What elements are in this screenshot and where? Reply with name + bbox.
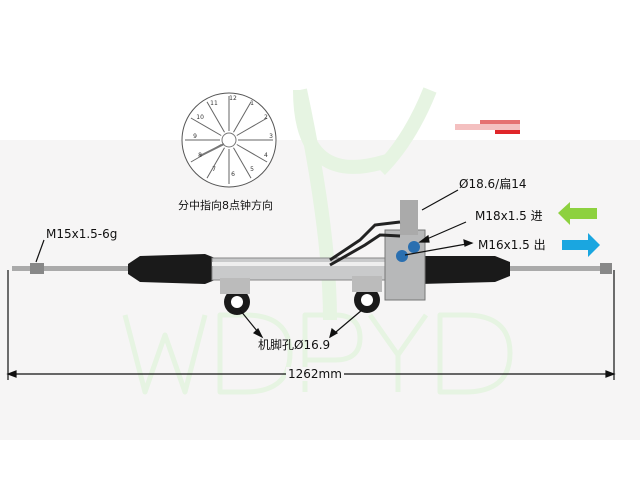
clock-tick <box>190 117 222 136</box>
watermark-letters <box>122 312 513 395</box>
clock-number: 9 <box>193 133 197 140</box>
pinion-label: Ø18.6/扁14 <box>459 177 527 191</box>
clock-number: 10 <box>196 114 204 121</box>
overall-length-label: 1262mm <box>286 367 344 381</box>
clock-number: 8 <box>198 152 202 159</box>
clock-tick <box>236 117 268 136</box>
arrow-right-icon <box>562 233 600 257</box>
clock-number: 7 <box>212 166 216 173</box>
clock-tick <box>206 147 225 179</box>
right-boot <box>420 256 510 284</box>
clock-number: 2 <box>264 114 268 121</box>
clock-number: 4 <box>264 152 268 159</box>
clock-tick <box>233 147 252 179</box>
tie-rod-thread-label: M15x1.5-6g <box>46 227 118 241</box>
left-boot <box>128 254 215 284</box>
steering-rack <box>12 200 612 315</box>
outlet-label: M16x1.5 出 <box>478 238 546 252</box>
clock-number: 5 <box>250 166 254 173</box>
motion-arrow-icon <box>455 120 520 134</box>
clock-tick <box>233 101 252 133</box>
watermark-logo <box>293 87 437 321</box>
arrow-left-icon <box>558 202 597 225</box>
mount-hole-label: 机脚孔Ø16.9 <box>258 338 331 352</box>
clock-caption: 分中指向8点钟方向 <box>178 199 273 212</box>
inlet-label: M18x1.5 进 <box>475 209 543 223</box>
clock-number: 11 <box>210 100 218 107</box>
clock-hand-8 <box>199 143 225 157</box>
clock-tick <box>236 144 268 163</box>
clock-number: 3 <box>269 133 273 140</box>
clock-number: 6 <box>231 171 235 178</box>
clock-tick <box>206 101 225 133</box>
clock-number: 1 <box>250 100 254 107</box>
clock-number: 12 <box>229 95 237 102</box>
